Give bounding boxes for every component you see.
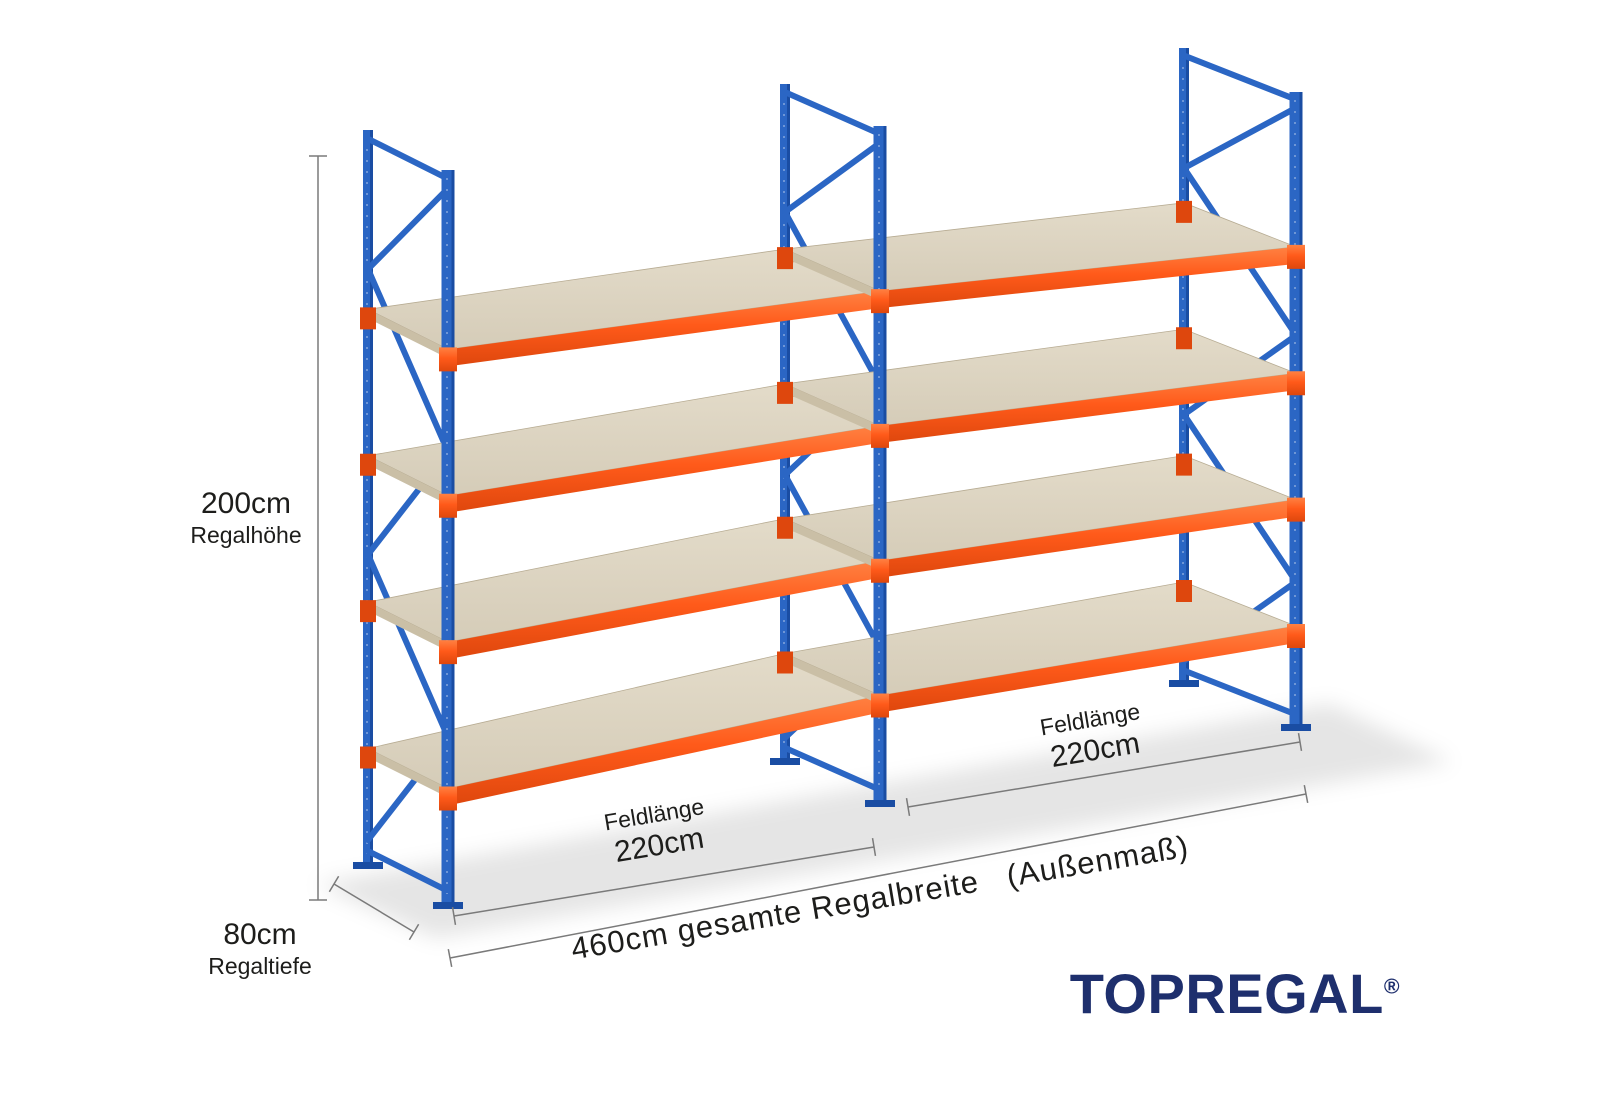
height-value-text: 200cm: [200, 487, 292, 520]
brand-logo: TOPREGAL®: [990, 966, 1400, 1022]
bay1-dimension: Feldlänge 220cm: [548, 784, 765, 880]
depth-label-text: Regaltiefe: [208, 952, 312, 979]
depth-dimension: 80cm Regaltiefe: [198, 918, 322, 980]
height-dimension: 200cm Regalhöhe: [186, 487, 306, 549]
depth-value-text: 80cm: [223, 918, 297, 951]
height-label-text: Regalhöhe: [190, 521, 302, 548]
bay2-dimension: Feldlänge 220cm: [984, 689, 1201, 785]
registered-trademark-icon: ®: [1383, 974, 1400, 999]
brand-logo-text: TOPREGAL: [1069, 962, 1384, 1025]
